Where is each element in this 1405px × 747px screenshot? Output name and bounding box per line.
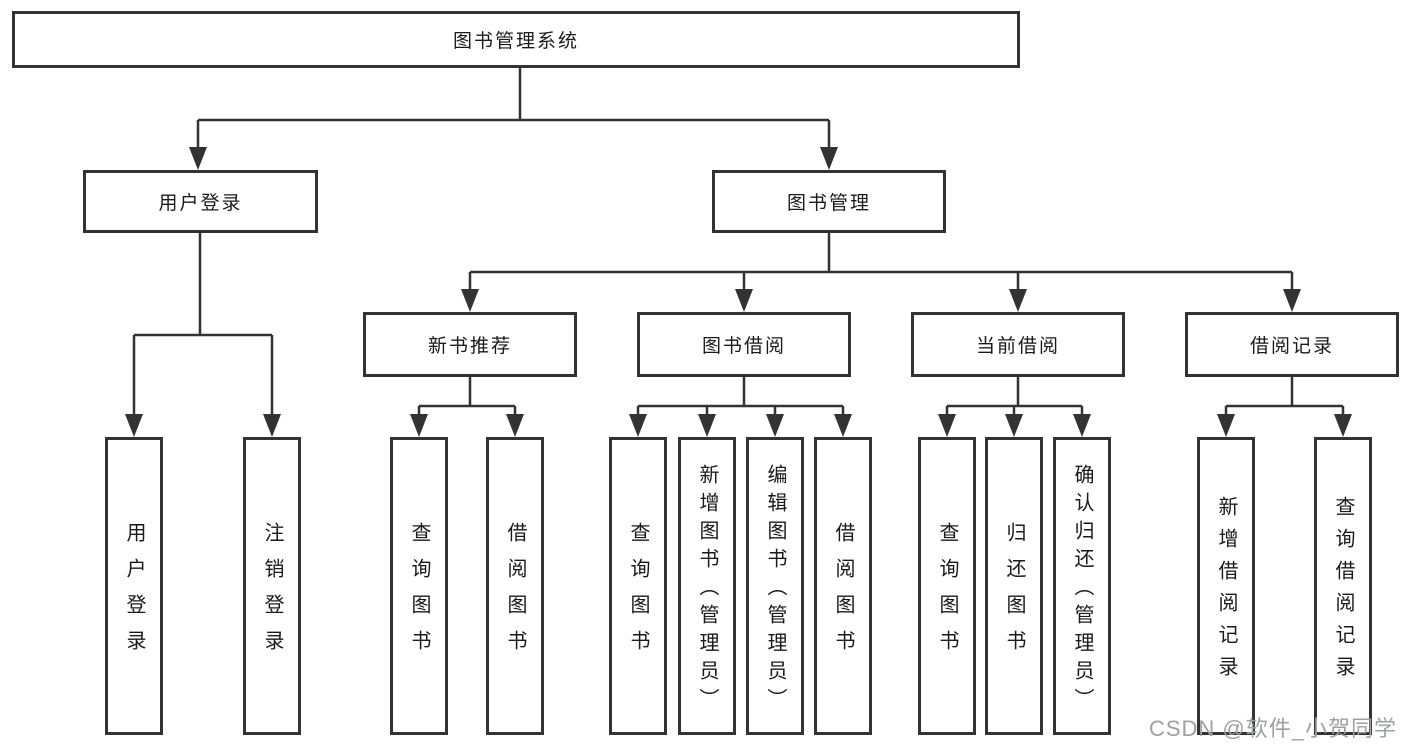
- leaf-recommend-borrow-books-label: 借阅图书: [504, 522, 526, 666]
- leaf-recommend-query-books: 查询图书: [390, 437, 448, 735]
- leaf-current-query-books-label: 查询图书: [936, 522, 958, 666]
- leaf-confirm-return-admin-label: 确认归还（管理员）: [1071, 464, 1093, 716]
- node-current-borrow-label: 当前借阅: [975, 336, 1060, 357]
- connector-current-borrow-to-leaves: [938, 377, 1091, 437]
- node-new-book-recommend-label: 新书推荐: [427, 336, 512, 357]
- connector-book-borrow-to-leaves: [629, 377, 852, 437]
- leaf-borrow-query-books: 查询图书: [609, 437, 667, 735]
- leaf-current-query-books: 查询图书: [918, 437, 976, 735]
- node-new-book-recommend: 新书推荐: [363, 312, 577, 377]
- node-root-label: 图书管理系统: [452, 31, 579, 52]
- leaf-edit-books-admin-label: 编辑图书（管理员）: [764, 464, 786, 716]
- watermark: CSDN @软件_小贺同学: [1148, 716, 1397, 741]
- connector-new-book-recommend-to-leaves: [410, 377, 524, 437]
- leaf-user-login: 用户登录: [105, 437, 163, 735]
- leaf-logout: 注销登录: [243, 437, 301, 735]
- connector-root-to-level2: [189, 68, 838, 170]
- connector-borrow-records-to-leaves: [1217, 377, 1352, 437]
- leaf-add-borrow-record-label: 新增借阅记录: [1215, 496, 1237, 688]
- leaf-add-borrow-record: 新增借阅记录: [1197, 437, 1255, 735]
- connector-book-management-to-level3: [461, 233, 1301, 312]
- connector-user-login-to-leaves: [125, 233, 281, 437]
- leaf-query-borrow-record: 查询借阅记录: [1314, 437, 1372, 735]
- leaf-return-books-label: 归还图书: [1003, 522, 1025, 666]
- node-root: 图书管理系统: [12, 11, 1020, 68]
- node-book-management: 图书管理: [712, 170, 946, 233]
- node-current-borrow: 当前借阅: [911, 312, 1125, 377]
- leaf-edit-books-admin: 编辑图书（管理员）: [746, 437, 804, 735]
- node-book-borrow: 图书借阅: [637, 312, 851, 377]
- node-book-borrow-label: 图书借阅: [701, 336, 786, 357]
- leaf-user-login-label: 用户登录: [123, 522, 145, 666]
- leaf-add-books-admin-label: 新增图书（管理员）: [696, 464, 718, 716]
- leaf-borrow-books: 借阅图书: [814, 437, 872, 735]
- node-borrow-records-label: 借阅记录: [1249, 336, 1334, 357]
- leaf-borrow-books-label: 借阅图书: [832, 522, 854, 666]
- node-borrow-records: 借阅记录: [1185, 312, 1399, 377]
- leaf-confirm-return-admin: 确认归还（管理员）: [1053, 437, 1111, 735]
- node-user-login: 用户登录: [83, 170, 318, 233]
- leaf-return-books: 归还图书: [985, 437, 1043, 735]
- leaf-borrow-query-books-label: 查询图书: [627, 522, 649, 666]
- leaf-logout-label: 注销登录: [261, 522, 283, 666]
- leaf-recommend-borrow-books: 借阅图书: [486, 437, 544, 735]
- node-user-login-label: 用户登录: [158, 193, 243, 214]
- leaf-query-borrow-record-label: 查询借阅记录: [1332, 496, 1354, 688]
- leaf-add-books-admin: 新增图书（管理员）: [678, 437, 736, 735]
- node-book-management-label: 图书管理: [786, 193, 871, 214]
- leaf-recommend-query-books-label: 查询图书: [408, 522, 430, 666]
